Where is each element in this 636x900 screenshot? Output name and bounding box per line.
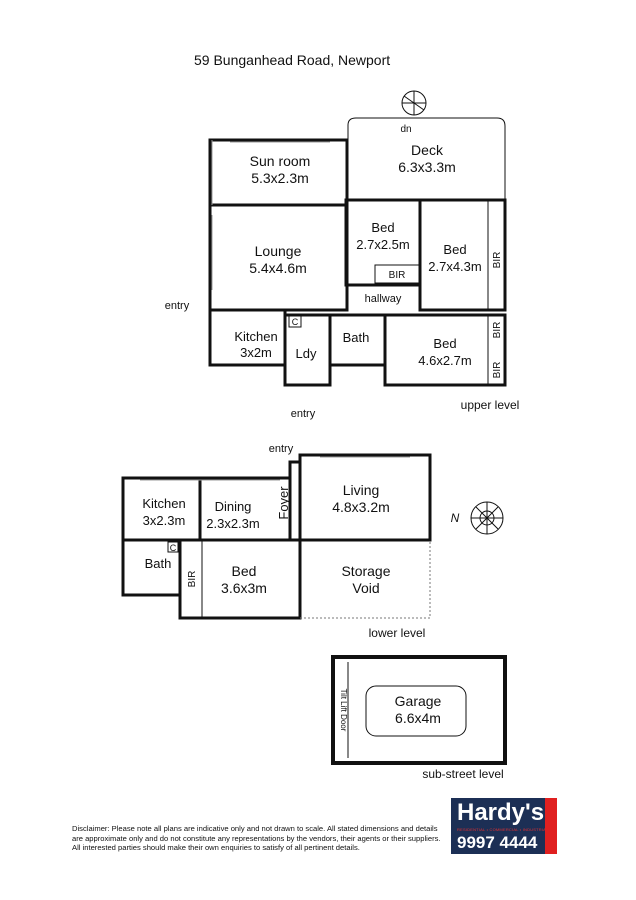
room-name: Kitchen [142, 496, 185, 511]
cupboard-label: C [170, 543, 177, 553]
agency-name: Hardy's [457, 799, 545, 826]
disclaimer: Disclaimer: Please note all plans are in… [72, 824, 441, 852]
agency-logo: Hardy's RESIDENTIAL • COMMERCIAL • INDUS… [451, 798, 557, 854]
room-name: Foyer [276, 486, 291, 520]
compass-icon: N [451, 501, 504, 535]
room-dim: 5.3x2.3m [251, 170, 309, 186]
room-name: Bed [433, 336, 456, 351]
stair-dn-label: dn [400, 124, 411, 135]
cupboard [288, 314, 302, 328]
living [298, 453, 432, 542]
room-name: Bed [443, 242, 466, 257]
page-title: 59 Bunganhead Road, Newport [194, 52, 391, 68]
room-name: Lounge [255, 243, 302, 259]
entry-label: entry [165, 300, 190, 312]
entry-label: entry [291, 408, 316, 420]
cupboard-label: C [292, 317, 299, 327]
bed-lower [178, 538, 302, 620]
bir-upper-2 [487, 199, 506, 311]
room-name: Bath [343, 330, 370, 345]
level-label: lower level [369, 626, 426, 640]
room-name: Bed [232, 563, 257, 579]
room-name: Storage [341, 563, 390, 579]
room-dim: 4.6x2.7m [418, 353, 471, 368]
room-dim: 2.3x2.3m [206, 516, 259, 531]
room-name: Dining [215, 499, 252, 514]
room-dim: 4.8x3.2m [332, 499, 390, 515]
room-dim: 5.4x4.6m [249, 260, 307, 276]
cupboard [167, 541, 179, 553]
room-name: Sun room [250, 153, 311, 169]
room-name: Deck [411, 142, 444, 158]
garage-door-label: Tilt Lift Door [339, 689, 348, 732]
storage-void [300, 540, 431, 619]
room-dim: 3x2.3m [143, 513, 186, 528]
compass-north-label: N [451, 511, 460, 525]
car-icon [365, 685, 467, 737]
bir-lower [179, 539, 203, 619]
room-dim: 3.6x3m [221, 580, 267, 596]
bir-label: BIR [389, 270, 406, 281]
room-name: Living [343, 482, 380, 498]
bir-upper-1 [374, 264, 421, 284]
room-dim: 2.7x2.5m [356, 237, 409, 252]
lower-level-plan: C Kitchen 3x2.3m Dining 2.3x2.3m Foyer L… [121, 443, 432, 640]
room-name: Bath [145, 556, 172, 571]
room-dim: Void [352, 580, 379, 596]
entry-label: entry [269, 443, 294, 455]
room-name: Ldy [296, 346, 317, 361]
room-dim: 6.6x4m [395, 710, 441, 726]
bir-label: BIR [187, 571, 198, 588]
level-label: upper level [461, 398, 520, 412]
agency-tagline: RESIDENTIAL • COMMERCIAL • INDUSTRIAL [457, 827, 549, 832]
deck-outline [347, 117, 506, 200]
room-dim: 3x2m [240, 345, 272, 360]
room-dim: 2.7x4.3m [428, 259, 481, 274]
stair-treads [402, 91, 426, 115]
room-name: Kitchen [234, 329, 277, 344]
garage [331, 655, 507, 765]
bir-label: BIR [492, 252, 503, 269]
hallway-label: hallway [365, 293, 402, 305]
agency-phone: 9997 4444 [457, 833, 538, 852]
room-name: Bed [371, 220, 394, 235]
level-label: sub-street level [422, 767, 503, 781]
room-name: Garage [395, 693, 442, 709]
garage-plan: Tilt Lift Door Garage 6.6x4m sub-street … [331, 655, 507, 781]
room-dim: 6.3x3.3m [398, 159, 456, 175]
upper-level-plan: C Sun room 5.3x2.3m Deck 6.3x3.3m dn Lou… [165, 90, 520, 420]
bir-label: BIR [492, 362, 503, 379]
bir-upper-3 [487, 314, 506, 386]
logo-one-mark [545, 798, 557, 854]
bir-label: BIR [492, 322, 503, 339]
